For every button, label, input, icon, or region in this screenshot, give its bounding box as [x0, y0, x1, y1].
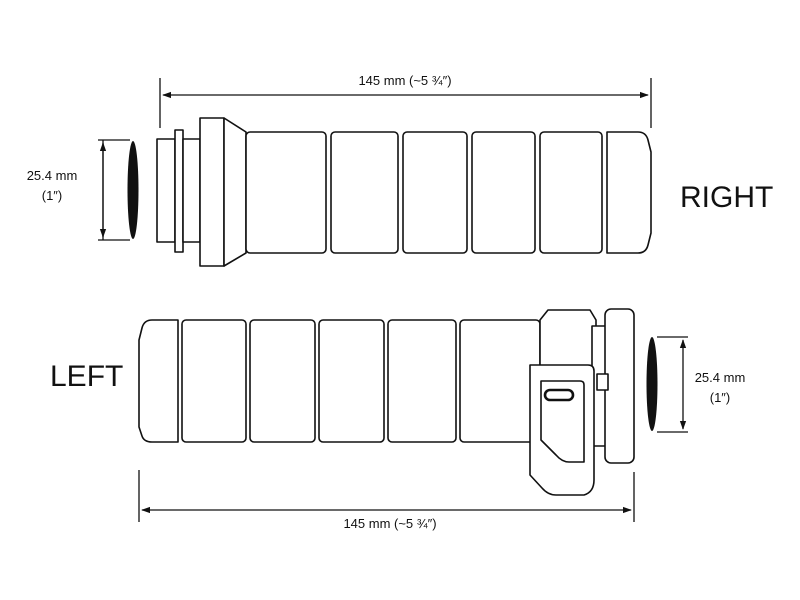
left-diameter-dimension: 25.4 mm (1″): [657, 336, 746, 433]
right-segment-1: [245, 131, 327, 254]
right-diameter-dimension: 25.4 mm (1″): [27, 139, 130, 241]
left-outer-ring: [604, 308, 635, 464]
right-length-label: 145 mm (~5 ¾″): [358, 73, 451, 88]
left-diameter-inch-label: (1″): [710, 390, 731, 405]
right-segment-2: [330, 131, 399, 254]
right-taper: [223, 117, 247, 267]
left-segment-1: [181, 319, 247, 443]
right-segment-4: [471, 131, 536, 254]
left-segment-5: [459, 319, 541, 443]
left-segment-3: [318, 319, 385, 443]
left-segment-2: [249, 319, 316, 443]
left-length-label: 145 mm (~5 ¾″): [343, 516, 436, 531]
left-label: LEFT: [50, 360, 123, 393]
right-length-dimension: 145 mm (~5 ¾″): [159, 73, 652, 128]
right-segment-5: [539, 131, 603, 254]
right-cross-section: [127, 141, 139, 239]
right-collar-step: [182, 138, 201, 243]
right-collar: [199, 117, 225, 267]
left-segment-4: [387, 319, 457, 443]
left-cross-section: [646, 337, 658, 431]
right-end-cap: [606, 131, 652, 254]
right-diameter-label: 25.4 mm: [27, 168, 78, 183]
right-segment-3: [402, 131, 468, 254]
right-diameter-inch-label: (1″): [42, 188, 63, 203]
left-switch-slot: [543, 388, 575, 402]
right-label: RIGHT: [680, 181, 773, 214]
left-diameter-label: 25.4 mm: [695, 370, 746, 385]
left-end-cap: [138, 319, 179, 443]
right-flange-ring: [174, 129, 184, 253]
right-inner-flange: [156, 138, 176, 243]
left-connector-nub: [596, 373, 609, 391]
left-length-dimension: 145 mm (~5 ¾″): [138, 470, 635, 531]
right-grip: 145 mm (~5 ¾″) 25.4 mm (1″) RIGHT: [27, 73, 773, 267]
left-grip: 25.4 mm (1″) 145 mm (~5 ¾″) LEFT: [50, 308, 746, 531]
